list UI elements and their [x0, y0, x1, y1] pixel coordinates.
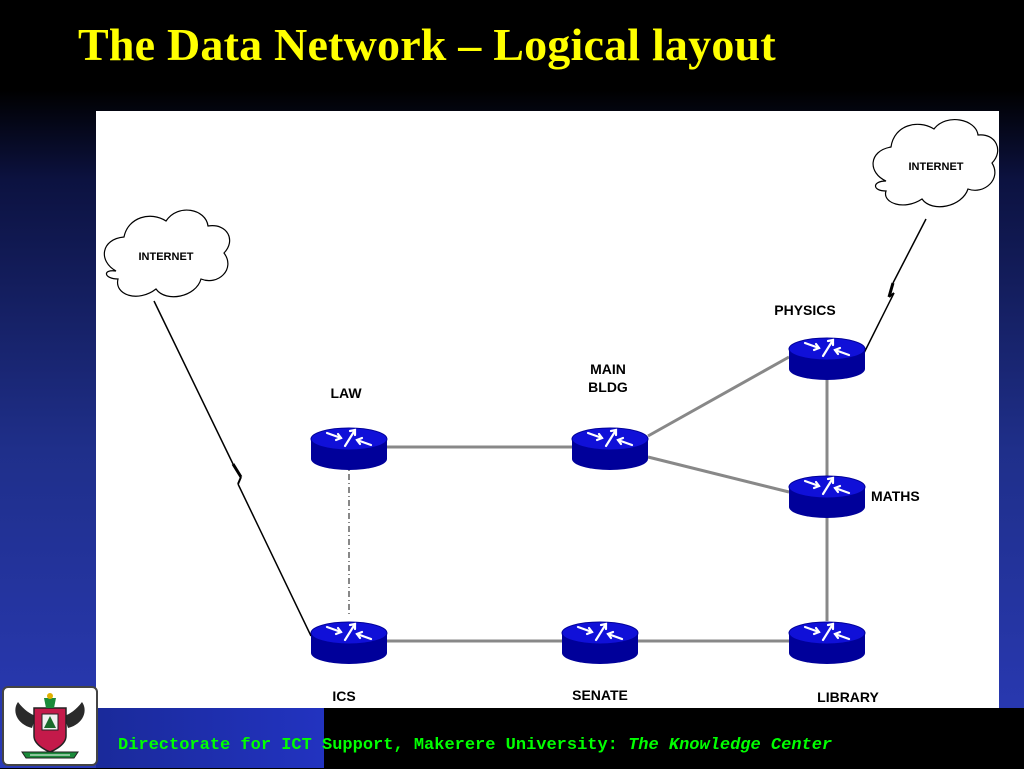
router-maths	[787, 474, 867, 520]
router-physics-label: PHYSICS	[774, 302, 835, 318]
router-ics-label: ICS	[332, 688, 355, 704]
router-physics	[787, 336, 867, 382]
footer-accent	[96, 708, 324, 768]
router-law-label: LAW	[330, 385, 362, 401]
makerere-university-crest-icon	[2, 686, 98, 766]
router-senate-label: SENATE	[572, 687, 628, 703]
router-maths-label: MATHS	[871, 488, 920, 504]
router-library-label: LIBRARY	[817, 689, 879, 705]
footer-text: Directorate for ICT Support, Makerere Un…	[118, 736, 832, 755]
footer-text-main: Directorate for ICT Support, Makerere Un…	[118, 736, 629, 755]
link-internet-physics	[863, 218, 927, 354]
internet-cloud-right-label: INTERNET	[909, 161, 964, 173]
router-main-bldg-label-line2: BLDG	[588, 379, 628, 395]
router-ics	[309, 620, 389, 666]
router-law	[309, 426, 389, 472]
router-library	[787, 620, 867, 666]
link-internet-ics	[153, 300, 312, 637]
internet-cloud-right-icon: INTERNET	[872, 119, 999, 208]
router-senate	[560, 620, 640, 666]
footer-text-italic: The Knowledge Center	[628, 736, 833, 755]
network-diagram: INTERNET INTERNET LAW MAIN BLDG PHYSICS …	[96, 111, 999, 708]
internet-cloud-left-icon: INTERNET	[103, 209, 231, 298]
link-main-physics	[647, 355, 790, 438]
router-main-bldg-label-line1: MAIN	[590, 361, 626, 377]
internet-cloud-left-label: INTERNET	[139, 251, 194, 263]
router-main-bldg	[570, 426, 650, 472]
link-main-maths	[647, 455, 790, 494]
slide-title: The Data Network – Logical layout	[78, 19, 776, 70]
